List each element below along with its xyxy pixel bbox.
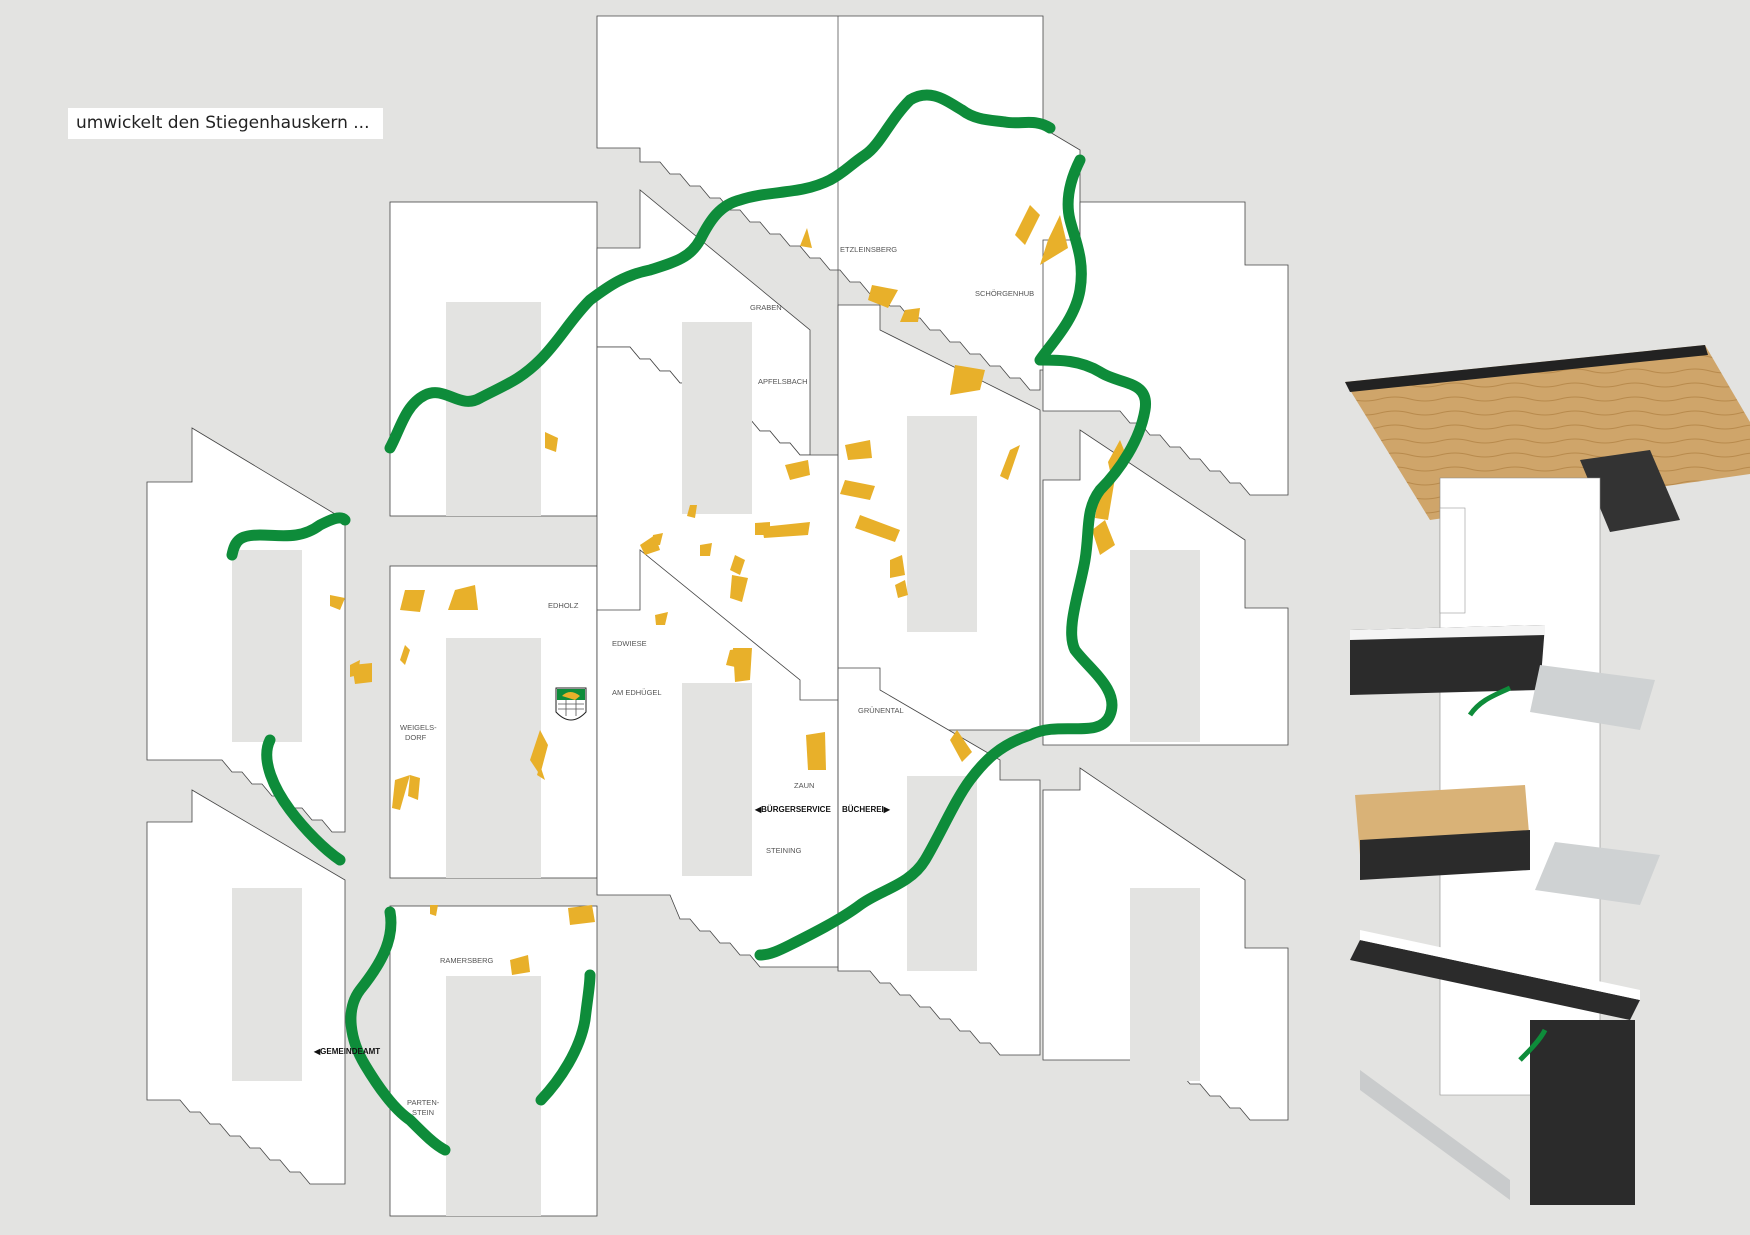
field-patch [1092, 520, 1115, 555]
river-path [384, 89, 1056, 454]
field-patch [733, 648, 752, 682]
field-patch [400, 645, 410, 665]
place-label-zaun: ZAUN [794, 781, 814, 790]
river-path [261, 734, 346, 866]
river-path [345, 906, 451, 1156]
field-patch [868, 285, 898, 308]
sign-buergerservice: ◀BÜRGERSERVICE [754, 805, 831, 814]
stair-core [446, 302, 541, 516]
green-river-band [226, 89, 1151, 1156]
stair-core [232, 888, 302, 1081]
model-river [1467, 685, 1512, 717]
core-door [1439, 507, 1466, 614]
place-labels: ETZLEINSBERG SCHÖRGENHUB GRABEN APFELSBA… [400, 245, 1034, 1117]
field-patch [1000, 445, 1020, 480]
field-patch [840, 480, 875, 500]
slab-dark [1350, 625, 1545, 695]
place-label-edwiese: EDWIESE [612, 639, 647, 648]
place-label-steining: STEINING [766, 846, 802, 855]
stair-flight [1535, 842, 1660, 905]
field-patch [400, 590, 425, 612]
field-patch [350, 660, 360, 677]
place-label-partenstein-1: PARTEN- [407, 1098, 440, 1107]
place-label-edholz: EDHOLZ [548, 601, 579, 610]
stair-core [907, 416, 977, 632]
caption-label: umwickelt den Stiegenhauskern ... [68, 108, 383, 139]
field-patch [510, 955, 530, 975]
field-patch [855, 515, 900, 542]
field-patch [845, 440, 872, 460]
field-patch [430, 905, 438, 916]
roof-solar-side [1580, 450, 1680, 532]
slab-top [1350, 625, 1545, 640]
direction-signs: ◀BÜRGERSERVICE BÜCHEREI▶ ◀GEMEINDEAMT [313, 805, 891, 1056]
place-label-graben: GRABEN [750, 303, 782, 312]
model-river [1518, 1028, 1548, 1062]
field-patch [785, 460, 810, 480]
stair-core [1130, 888, 1200, 1081]
field-patch [890, 555, 905, 578]
field-patch [530, 730, 548, 775]
field-patch [330, 595, 345, 610]
slab-wood-underside [1360, 830, 1530, 880]
roof-panel-edge [1345, 345, 1708, 392]
river-path [535, 969, 596, 1106]
field-patch [730, 555, 745, 575]
place-label-etzleinsberg: ETZLEINSBERG [840, 245, 897, 254]
place-label-apfelsbach: APFELSBACH [758, 377, 808, 386]
stair-core [1130, 550, 1200, 742]
place-label-schoergenhub: SCHÖRGENHUB [975, 289, 1034, 298]
field-patch [800, 228, 812, 248]
field-patch [900, 308, 920, 322]
river-path [754, 154, 1151, 961]
field-patch [806, 732, 826, 770]
place-label-am-edhuegel: AM EDHÜGEL [612, 688, 662, 697]
axonometric-stair-model [1345, 345, 1750, 1205]
field-patch [950, 365, 985, 395]
river-path [226, 512, 351, 561]
field-patch [1040, 215, 1068, 265]
stair-core [446, 976, 541, 1216]
field-patch [687, 505, 697, 518]
stair-core [682, 322, 752, 514]
field-patch [950, 730, 972, 762]
corner-wall-dark [1530, 1020, 1635, 1205]
base-slab [1360, 1070, 1510, 1200]
place-label-gruenental: GRÜNENTAL [858, 706, 904, 715]
sign-buecherei: BÜCHEREI▶ [842, 805, 891, 814]
place-label-weigelsdorf-2: DORF [405, 733, 427, 742]
field-patch [568, 905, 595, 925]
field-patch [448, 585, 478, 610]
stair-core [446, 638, 541, 878]
sign-gemeindeamt: ◀GEMEINDEAMT [313, 1047, 380, 1056]
field-patch [700, 543, 712, 556]
field-patch [652, 533, 663, 545]
field-patch [762, 522, 810, 538]
place-label-partenstein-2: STEIN [412, 1108, 434, 1117]
field-patches [330, 205, 1128, 975]
stair-flight [1530, 665, 1655, 730]
field-patch [408, 775, 420, 800]
field-patch [545, 432, 558, 452]
place-label-ramersberg: RAMERSBERG [440, 956, 494, 965]
stair-core [682, 683, 752, 876]
field-patch [655, 612, 668, 625]
coat-of-arms-icon [555, 687, 587, 721]
floor-slab [1350, 940, 1640, 1020]
field-patch [730, 575, 748, 602]
field-patch [895, 580, 908, 598]
floor-slab-top [1360, 930, 1640, 1000]
field-patch [392, 775, 410, 810]
field-patch [1015, 205, 1040, 245]
unfolded-wall-panels [146, 15, 1289, 1217]
stair-core [232, 550, 302, 742]
place-label-weigelsdorf-1: WEIGELS- [400, 723, 437, 732]
stair-cores [232, 302, 1200, 1216]
